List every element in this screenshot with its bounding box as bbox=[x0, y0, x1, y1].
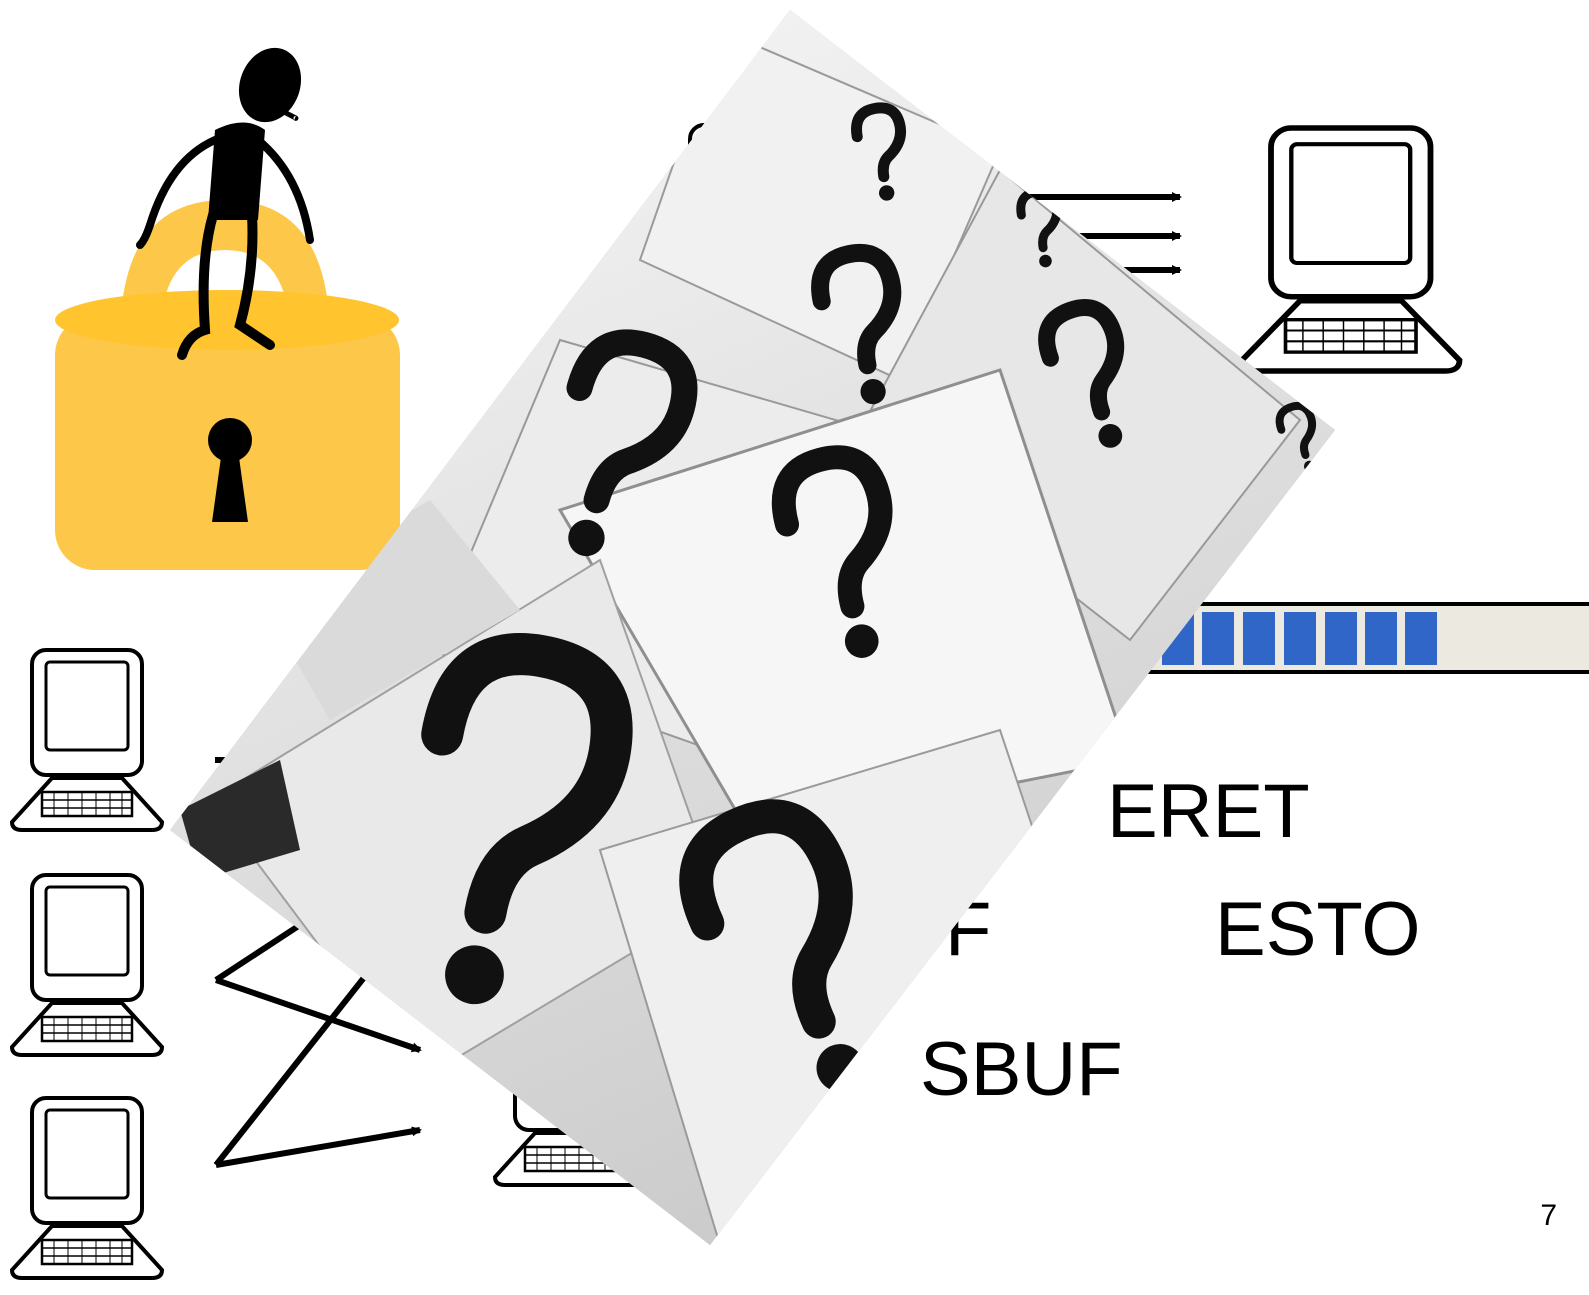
page-number: 7 bbox=[1540, 1199, 1557, 1233]
